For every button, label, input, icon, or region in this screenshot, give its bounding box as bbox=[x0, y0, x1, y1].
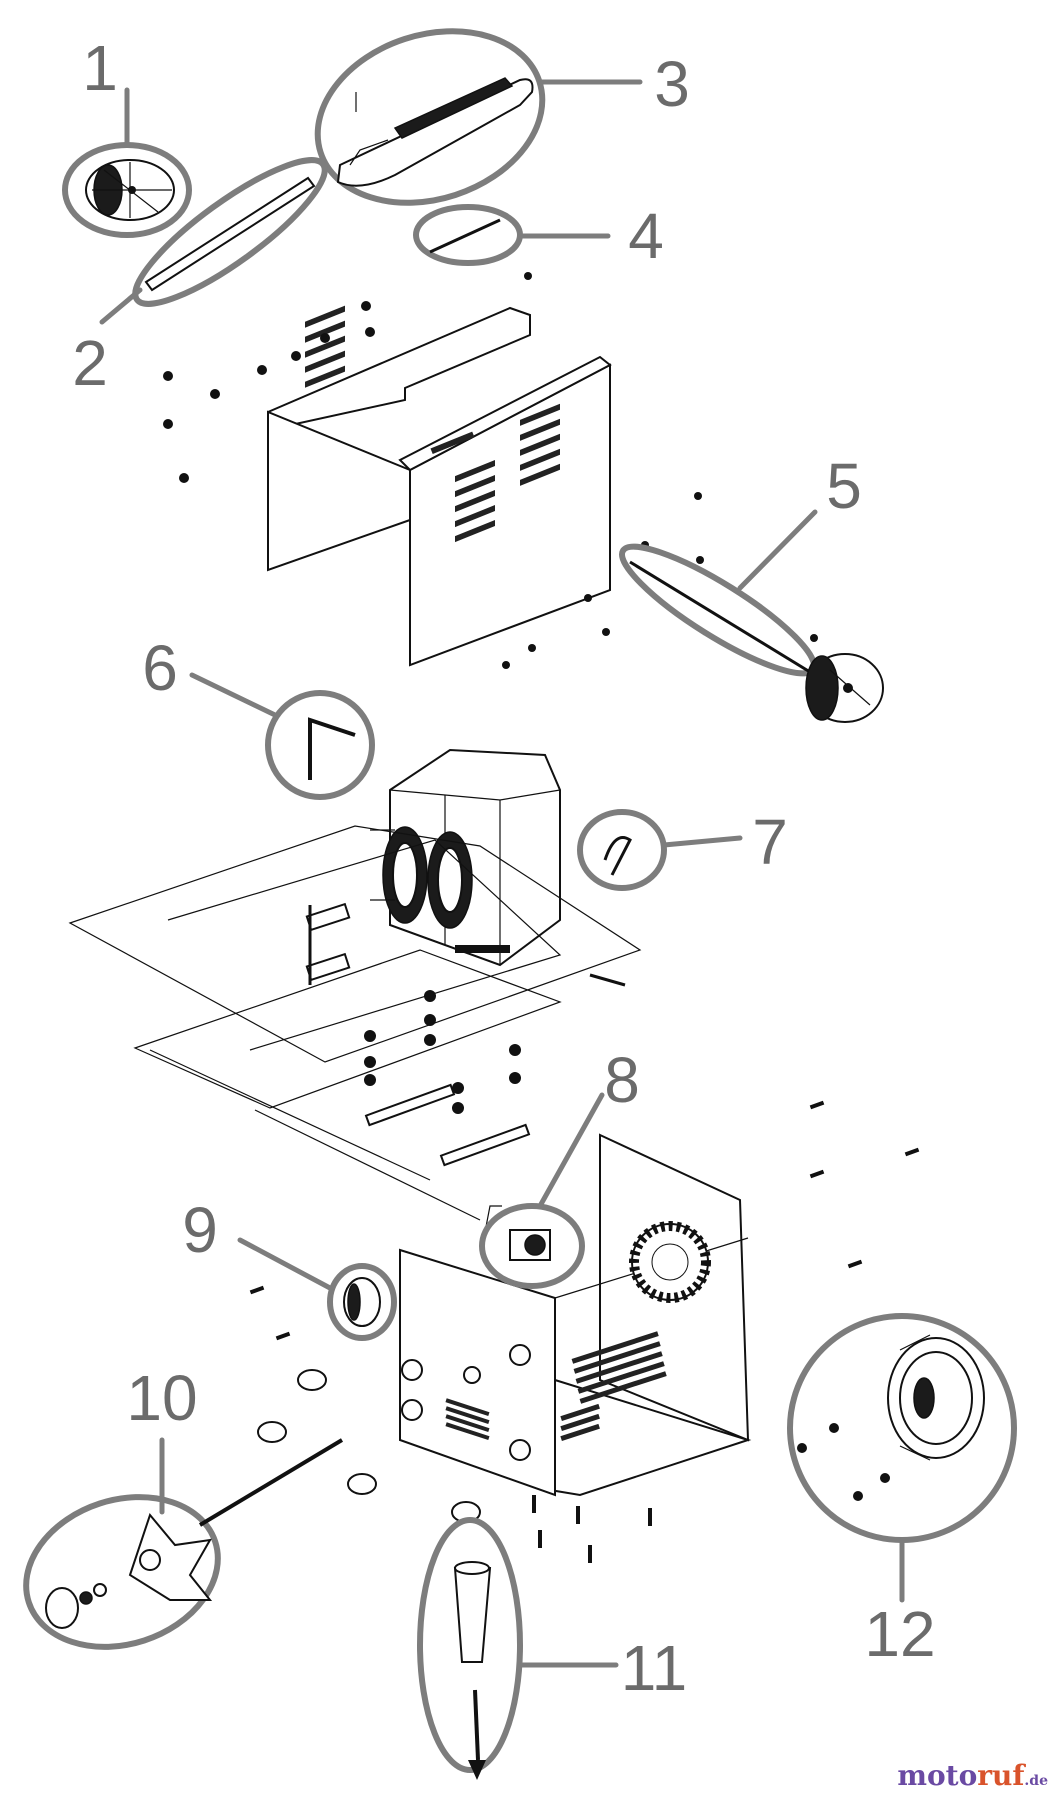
cover-screws bbox=[163, 272, 818, 669]
watermark-part1: moto bbox=[897, 1759, 978, 1792]
part-10-star-knob bbox=[23, 1437, 344, 1650]
cover-housing bbox=[267, 305, 612, 667]
front-panel-grid bbox=[445, 1398, 490, 1441]
nuts bbox=[364, 990, 521, 1114]
watermark-logo: motoruf.de bbox=[897, 1759, 1048, 1792]
transformer bbox=[370, 748, 561, 967]
part-5-shaft-knob bbox=[619, 509, 884, 723]
part-3-handle bbox=[314, 28, 643, 206]
callout-2: 2 bbox=[72, 327, 108, 399]
watermark-part3: .de bbox=[1024, 1773, 1048, 1789]
callout-9: 9 bbox=[182, 1194, 218, 1266]
callout-10: 10 bbox=[126, 1362, 197, 1434]
watermark-part2: ruf bbox=[977, 1759, 1025, 1792]
callout-numbers: 1 2 3 4 5 6 7 8 9 10 11 12 bbox=[72, 32, 935, 1704]
callout-5: 5 bbox=[826, 450, 862, 522]
callout-8: 8 bbox=[604, 1044, 640, 1116]
terminal-posts bbox=[257, 1369, 481, 1523]
wiring-outlines bbox=[68, 825, 642, 1233]
part-6-bracket bbox=[189, 672, 375, 800]
part-9-knob bbox=[237, 1237, 397, 1341]
part-4-pin bbox=[413, 204, 611, 266]
callout-11: 11 bbox=[621, 1632, 687, 1704]
cover-vents-left bbox=[305, 305, 345, 388]
callout-3: 3 bbox=[654, 48, 690, 120]
part-7-clip bbox=[577, 809, 743, 891]
base-chassis bbox=[399, 1133, 752, 1497]
part-2-rod bbox=[99, 157, 328, 325]
callout-4: 4 bbox=[628, 200, 664, 272]
callout-1: 1 bbox=[82, 32, 118, 104]
base-bolts bbox=[249, 1100, 920, 1563]
callout-7: 7 bbox=[752, 806, 788, 878]
callout-12: 12 bbox=[864, 1598, 935, 1670]
fan-grille bbox=[629, 1221, 711, 1303]
base-vents bbox=[560, 1331, 667, 1442]
part-12-fan bbox=[787, 1313, 1017, 1603]
callout-6: 6 bbox=[142, 632, 178, 704]
part-11-foot-screw bbox=[417, 1517, 619, 1780]
cover-vents-right bbox=[455, 403, 560, 543]
terminals bbox=[305, 902, 626, 1167]
part-1-knob bbox=[62, 87, 192, 238]
part-8-switch bbox=[479, 1092, 605, 1289]
